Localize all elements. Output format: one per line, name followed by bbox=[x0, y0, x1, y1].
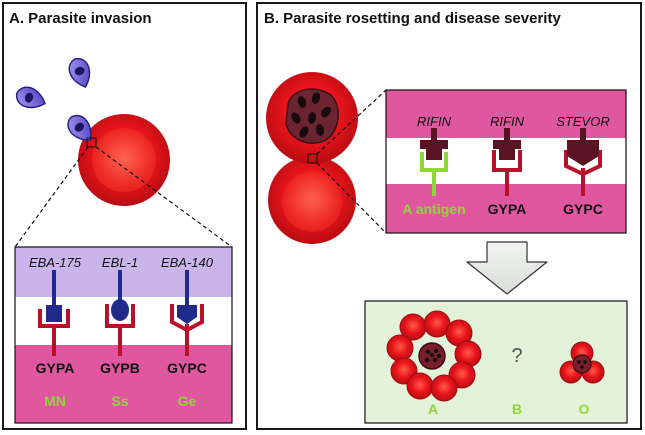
zoom-line-b-top bbox=[316, 89, 387, 155]
blood-group-mn: MN bbox=[44, 393, 66, 409]
ligand-rifin-2 bbox=[493, 128, 521, 160]
down-arrow bbox=[466, 241, 548, 295]
ligand-ebl-1 bbox=[111, 270, 129, 321]
receptor-a-antigen bbox=[420, 152, 448, 196]
zoom-line-a-left bbox=[14, 146, 89, 248]
ligand-eba-140 bbox=[177, 270, 197, 324]
merozoite-attached bbox=[67, 114, 92, 142]
infected-red-blood-cell bbox=[266, 72, 358, 164]
panel-b-title: B. Parasite rosetting and disease severi… bbox=[264, 10, 561, 27]
receptor-label-gypa-b: GYPA bbox=[488, 201, 527, 217]
blood-group-ss: Ss bbox=[111, 393, 128, 409]
panel-a-title: A. Parasite invasion bbox=[9, 10, 152, 27]
outcome-label-o: O bbox=[579, 401, 590, 417]
receptor-label-gypb: GYPB bbox=[100, 360, 140, 376]
receptor-label-gypc: GYPC bbox=[167, 360, 207, 376]
ligand-eba-175 bbox=[46, 270, 62, 322]
receptor-gypb-a bbox=[105, 304, 135, 356]
ligand-label-eba-140: EBA-140 bbox=[161, 255, 214, 270]
red-blood-cell-a bbox=[78, 114, 170, 206]
receptor-gypa-b bbox=[492, 150, 522, 196]
rosette-small bbox=[559, 341, 605, 384]
zoom-line-a-right bbox=[95, 146, 233, 248]
unknown-mark: ? bbox=[511, 345, 522, 367]
receptor-gypc-a bbox=[170, 304, 204, 356]
merozoite-2 bbox=[16, 86, 46, 109]
outcome-label-a: A bbox=[428, 401, 438, 417]
blood-group-ge: Ge bbox=[178, 393, 197, 409]
receptor-gypc-b bbox=[564, 150, 602, 196]
zoom-box-a bbox=[86, 137, 97, 148]
merozoite-1 bbox=[68, 58, 91, 88]
rosette-large bbox=[386, 310, 482, 402]
ligand-label-stevor: STEVOR bbox=[556, 114, 609, 129]
ligand-label-rifin-2: RIFIN bbox=[490, 114, 525, 129]
red-blood-cell-bottom bbox=[268, 156, 356, 244]
receptor-label-gypa: GYPA bbox=[36, 360, 75, 376]
ligand-stevor bbox=[567, 128, 599, 166]
receptor-label-a-antigen: A antigen bbox=[402, 201, 465, 217]
zoom-line-b-bottom bbox=[316, 162, 387, 234]
ligand-label-ebl-1: EBL-1 bbox=[102, 255, 138, 270]
ligand-label-eba-175: EBA-175 bbox=[29, 255, 82, 270]
ligand-rifin-1 bbox=[420, 128, 448, 160]
receptor-gypa-a bbox=[38, 309, 70, 356]
zoom-box-b bbox=[307, 153, 318, 164]
outcome-label-b: B bbox=[512, 401, 522, 417]
receptor-label-gypc-b: GYPC bbox=[563, 201, 603, 217]
ligand-label-rifin-1: RIFIN bbox=[417, 114, 452, 129]
